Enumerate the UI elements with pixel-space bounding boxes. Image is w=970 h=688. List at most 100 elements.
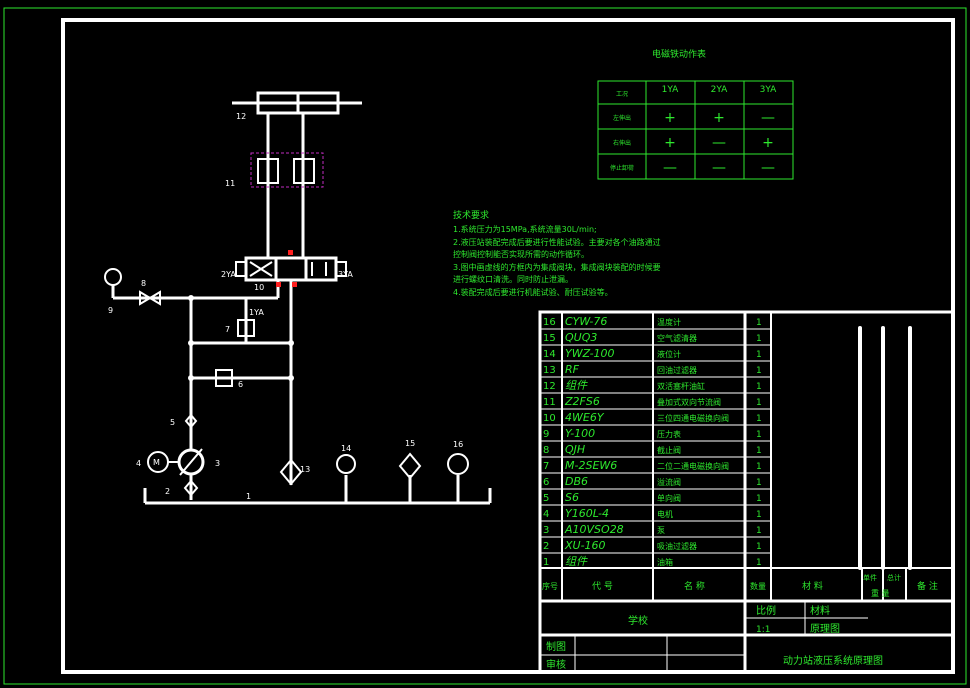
label-10: 10 <box>254 283 264 292</box>
return-filter-13 <box>279 458 303 486</box>
header-cell: 1YA <box>662 85 680 95</box>
bom-cell-name: 温度计 <box>657 317 681 327</box>
valve-cross-2 <box>249 261 273 277</box>
bom-cell-name: 油箱 <box>657 557 673 567</box>
marker <box>292 282 297 287</box>
bom-cell-qty: 1 <box>756 382 762 392</box>
header-cell: 工况 <box>616 91 628 98</box>
bom-cell-qty: 1 <box>756 510 762 520</box>
checked-by-label: 审核 <box>546 658 566 671</box>
outer-border <box>3 7 967 685</box>
scale-label: 比例 <box>756 604 776 617</box>
bom-cell-name: 三位四通电磁换向阀 <box>657 413 729 423</box>
label-15: 15 <box>405 439 415 448</box>
table-cell: — <box>712 135 726 151</box>
bom-cell-name: 溢流阀 <box>657 477 681 487</box>
solenoid-table-title: 电磁铁动作表 <box>652 48 706 60</box>
bom-cell-qty: 1 <box>756 414 762 424</box>
label-13: 13 <box>300 465 310 474</box>
bom-header-name: 名 称 <box>684 580 705 592</box>
solenoid-table-grid <box>597 80 794 180</box>
row-label: 停止卸荷 <box>610 164 634 172</box>
tech-notes-title: 技术要求 <box>453 209 489 221</box>
marker <box>276 282 281 287</box>
marker <box>288 250 293 255</box>
bom-frame <box>538 310 955 674</box>
joint <box>188 340 194 346</box>
material-label: 材料 <box>810 604 830 617</box>
bom-cell-name: 压力表 <box>657 429 681 439</box>
label-14: 14 <box>341 444 351 453</box>
label-3: 3 <box>215 459 220 468</box>
title-block: 学校 比例 1:1 材料 原理图 制图 审核 动力站液压系统原理图 <box>546 604 883 671</box>
solenoid-3ya <box>335 261 347 277</box>
table-cell: — <box>663 160 677 176</box>
joint <box>188 375 194 381</box>
label-2ya: 2YA <box>221 270 236 279</box>
tech-note-line: 3.图中画虚线的方框内为集成阀块，集成阀块装配的时候要 <box>453 262 661 272</box>
row-label: 右伸出 <box>613 139 631 147</box>
table-cell: — <box>712 160 726 176</box>
bom-cell-qty: 1 <box>756 366 762 376</box>
bom-cell-no: 11 <box>543 397 556 408</box>
tech-note-line: 进行螺纹口清洗。同时防止泄漏。 <box>453 274 573 284</box>
bom-header-code: 代 号 <box>592 581 613 592</box>
label-3ya: 3YA <box>338 270 353 279</box>
bom-cell-no: 13 <box>543 365 556 376</box>
component-labels: 12 11 2YA 3YA 10 8 9 1YA 7 6 5 4 M 3 2 1… <box>108 112 463 501</box>
bom-cell-qty: 1 <box>756 494 762 504</box>
solenoid-2ya <box>235 261 247 277</box>
bom-cell-no: 15 <box>543 333 556 344</box>
header-cell: 3YA <box>760 85 778 95</box>
bom-cell-qty: 1 <box>756 398 762 408</box>
bom-cell-name: 二位二通电磁换向阀 <box>657 461 729 471</box>
tech-note-line: 4.装配完成后要进行机能试验、耐压试验等。 <box>453 287 613 297</box>
joint <box>188 295 194 301</box>
drawn-by-label: 制图 <box>546 640 566 653</box>
throttle-valve-block-11 <box>250 152 324 188</box>
label-11: 11 <box>225 179 235 188</box>
bom-cell-qty: 1 <box>756 558 762 568</box>
bom-cell-name: 单向阀 <box>657 493 681 503</box>
school-label: 学校 <box>628 614 648 627</box>
bom-cell-no: 5 <box>543 493 549 504</box>
label-6: 6 <box>238 380 243 389</box>
hydraulic-circuit <box>104 91 492 505</box>
bom-cell-code: Y-100 <box>565 427 595 440</box>
bom-cell-code: DB6 <box>565 475 588 488</box>
bom-cell-qty: 1 <box>756 350 762 360</box>
table-cell: + <box>664 110 676 126</box>
label-16: 16 <box>453 440 463 449</box>
bom-cell-code: S6 <box>565 491 579 504</box>
bom-cell-qty: 1 <box>756 334 762 344</box>
bom-cell-code: M-2SEW6 <box>565 459 617 472</box>
bom-header-remark: 备 注 <box>917 580 938 592</box>
valve-7 <box>237 319 255 337</box>
label-4: 4 <box>136 459 141 468</box>
bom-cell-no: 2 <box>543 541 549 552</box>
bom-cell-no: 3 <box>543 525 549 536</box>
technical-requirements: 技术要求 1.系统压力为15MPa,系统流量30L/min; 2.液压站装配完成… <box>453 209 661 297</box>
bom-cell-no: 14 <box>543 349 556 360</box>
suction-filter-2 <box>183 479 199 497</box>
label-12: 12 <box>236 112 246 121</box>
bom-cell-no: 12 <box>543 381 556 392</box>
bom-cell-name: 双活塞杆油缸 <box>657 381 705 391</box>
label-2: 2 <box>165 487 170 496</box>
relief-valve-6 <box>215 369 233 387</box>
pressure-gauge-9 <box>104 268 122 286</box>
bom-cell-no: 6 <box>543 477 549 488</box>
label-8: 8 <box>141 279 146 288</box>
inner-frame <box>61 18 955 674</box>
bom-cell-no: 9 <box>543 429 549 440</box>
bom-cell-code: 4WE6Y <box>565 411 605 424</box>
solenoid-action-table: 电磁铁动作表 工况 1YA 2YA 3YA 左伸出 + + — 右伸出 + — … <box>597 48 794 180</box>
bom-header-material: 材 料 <box>802 580 823 592</box>
stop-valve-8-left <box>139 290 152 306</box>
table-cell: + <box>664 135 676 151</box>
header-cell: 2YA <box>711 85 729 95</box>
bom-cell-code: XU-160 <box>564 539 606 552</box>
